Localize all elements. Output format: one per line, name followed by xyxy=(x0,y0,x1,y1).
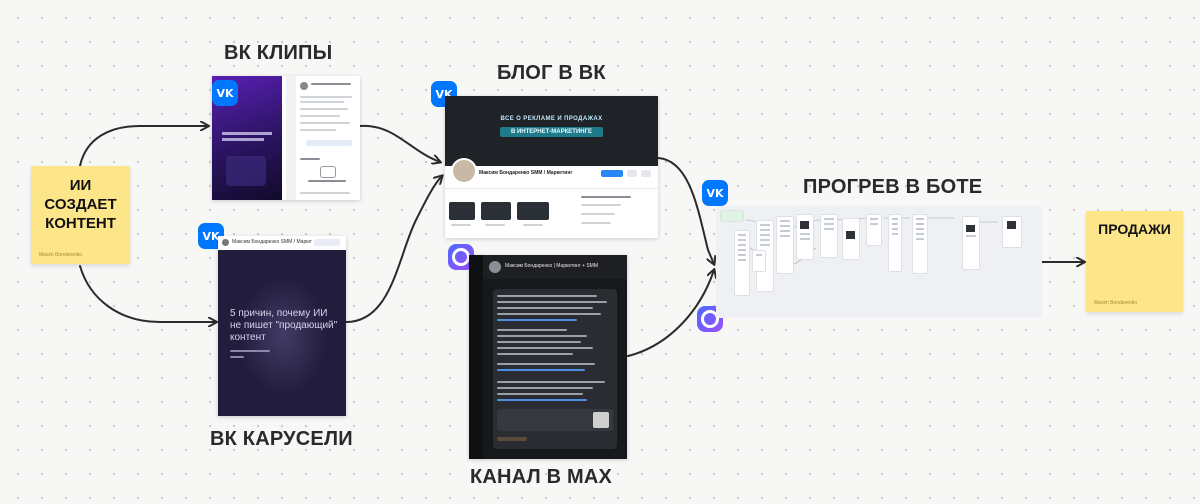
arrow-carousel-to-blog xyxy=(345,176,442,323)
title-vk-carousel: ВК КАРУСЕЛИ xyxy=(210,428,353,450)
vk-icon-bot: VK xyxy=(702,180,728,206)
arrow-clips-to-blog xyxy=(359,124,440,162)
arrow-source-to-clips xyxy=(79,126,208,167)
title-max-channel: КАНАЛ В MAX xyxy=(470,466,613,488)
sticky-note-sales[interactable]: ПРОДАЖИ Maxim Bondarenko xyxy=(1086,211,1183,312)
vk-carousel-screenshot[interactable]: Максим Бондаренко SMM / Маркетинг 5 прич… xyxy=(218,236,346,416)
blog-banner: ВСЕ О РЕКЛАМЕ И ПРОДАЖАХ В ИНТЕРНЕТ-МАРК… xyxy=(445,96,658,166)
blog-banner-line-2: В ИНТЕРНЕТ-МАРКЕТИНГЕ xyxy=(500,127,603,137)
sticky-line-2: СОЗДАЕТ xyxy=(44,196,117,213)
sticky-sales-author: Maxim Bondarenko xyxy=(1094,300,1138,306)
max-post-bubble xyxy=(493,289,617,449)
arrow-source-to-carousel xyxy=(79,265,216,322)
vk-blog-screenshot[interactable]: ВСЕ О РЕКЛАМЕ И ПРОДАЖАХ В ИНТЕРНЕТ-МАРК… xyxy=(445,96,658,238)
max-channel-screenshot[interactable]: Максим Бондаренко | Маркетинг + SMM xyxy=(469,255,627,459)
sticky-line-1: ИИ xyxy=(69,177,92,194)
bot-warmup-flow-screenshot[interactable] xyxy=(716,206,1042,318)
vk-icon-clips: VK xyxy=(212,80,238,106)
arrow-max-to-bot xyxy=(627,270,714,357)
title-bot-warmup: ПРОГРЕВ В БОТЕ xyxy=(803,176,983,198)
sticky-line-3: КОНТЕНТ xyxy=(45,215,116,232)
blog-banner-line-1: ВСЕ О РЕКЛАМЕ И ПРОДАЖАХ xyxy=(500,116,603,122)
carousel-slide-text: 5 причин, почему ИИ не пишет "продающий"… xyxy=(230,308,338,343)
blog-profile-name: Максим Бондаренко SMM / Маркетинг xyxy=(479,170,573,176)
sticky-author: Maxim Bondarenko xyxy=(39,252,83,258)
vk-icon-blog: VK xyxy=(431,81,457,107)
sticky-note-ai-creates-content[interactable]: ИИ СОЗДАЕТ КОНТЕНТ Maxim Bondarenko xyxy=(31,166,130,264)
title-vk-clips: ВК КЛИПЫ xyxy=(224,42,333,64)
title-vk-blog: БЛОГ В ВК xyxy=(497,62,606,84)
sticky-sales-label: ПРОДАЖИ xyxy=(1098,221,1171,237)
arrow-blog-to-bot xyxy=(657,157,714,264)
max-icon-bot xyxy=(697,306,723,332)
carousel-header-text: Максим Бондаренко SMM / Маркетинг xyxy=(232,239,312,245)
max-channel-header: Максим Бондаренко | Маркетинг + SMM xyxy=(505,263,598,269)
